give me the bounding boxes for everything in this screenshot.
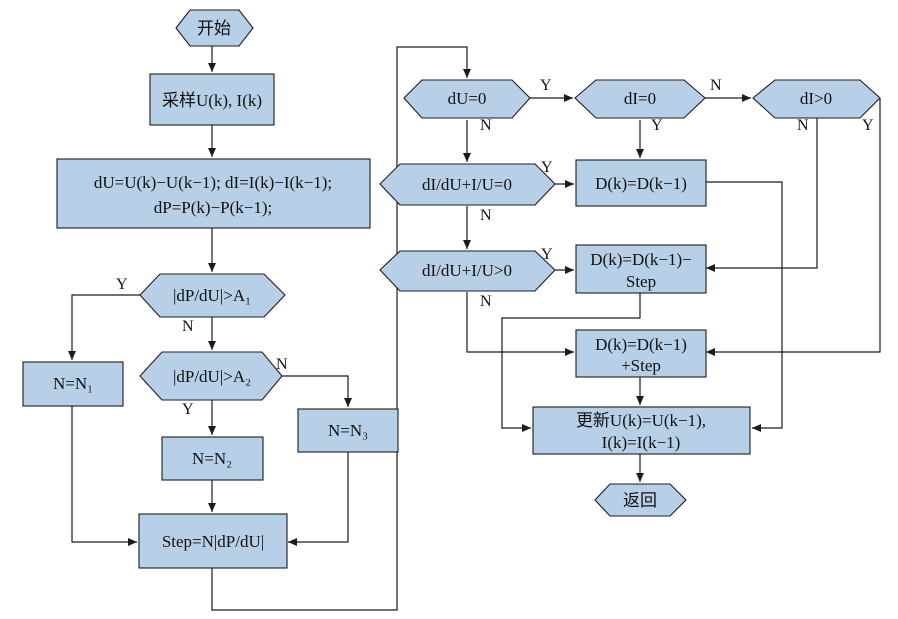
decision-dp-a1-label: |dP/dU|>A₁ [173, 286, 251, 305]
label-eq-no: N [480, 207, 492, 224]
decision-dp-a2 [139, 351, 283, 401]
arrow-n3-to-step [288, 452, 349, 546]
return-label: 返回 [623, 491, 657, 510]
label-gt-yes: Y [541, 246, 553, 263]
decision-inc-cond-equal-label: dI/dU+I/U=0 [422, 175, 512, 194]
decision-inc-cond-equal [379, 163, 556, 206]
sample-label: 采样U(k), I(k) [162, 91, 262, 110]
arrow-n1-to-step [71, 406, 137, 546]
return-terminal [594, 483, 687, 517]
decision-du-zero [403, 79, 531, 119]
update-line1: 更新U(k)=U(k−1), [576, 411, 706, 430]
decision-di-positive-label: dI>0 [800, 89, 832, 108]
duty-decrease-line2: Step [626, 272, 656, 291]
decision-di-positive [752, 79, 881, 119]
decision-du-zero-label: dU=0 [448, 89, 487, 108]
step-label: Step=N|dP/dU| [162, 532, 264, 551]
n1-label: N=N₁ [53, 374, 93, 393]
duty-increase-line2: +Step [621, 356, 661, 375]
difference-calc-box [56, 158, 371, 229]
n2-label: N=N₂ [192, 449, 232, 468]
duty-increase-box [575, 329, 707, 378]
label-digt0-no: N [797, 117, 809, 134]
label-digt0-yes: Y [862, 117, 874, 134]
label-du0-no: N [480, 117, 492, 134]
label-dp1-yes: Y [116, 276, 128, 293]
n3-label: N=N₃ [328, 421, 368, 440]
step-box [138, 513, 288, 569]
n1-box [22, 361, 124, 407]
decision-dp-a2-label: |dP/dU|>A₂ [173, 367, 251, 386]
label-di0-no: N [710, 77, 722, 94]
arrow-dp1-to-n1 [68, 294, 140, 360]
update-box [532, 406, 751, 455]
update-line2: I(k)=I(k−1) [602, 433, 681, 452]
calc-line1: dU=U(k)−U(k−1); dI=I(k)−I(k−1); [94, 173, 332, 192]
arrow-digt0-yes-to-dplus [706, 98, 881, 356]
arrow-gt-to-dplus [466, 292, 574, 356]
calc-line2: dP=P(k)−P(k−1); [154, 198, 273, 217]
arrow-dminus-to-update [501, 293, 641, 432]
arrow-step-to-du0 [211, 46, 471, 611]
arrow-dp2-to-n3 [282, 375, 352, 407]
sample-box [149, 73, 275, 126]
duty-decrease-line1: D(k)=D(k−1)− [590, 250, 691, 269]
label-du0-yes: Y [540, 77, 552, 94]
decision-di-zero-label: dI=0 [624, 89, 656, 108]
start-label: 开始 [197, 19, 231, 38]
decision-inc-cond-greater-label: dI/dU+I/U>0 [422, 261, 512, 280]
duty-hold-label: D(k)=D(k−1) [595, 174, 687, 193]
decision-inc-cond-greater [379, 250, 556, 292]
decision-di-zero [574, 79, 706, 119]
n3-box [297, 408, 399, 453]
arrow-dsame-to-update [706, 181, 783, 432]
label-di0-yes: Y [651, 117, 663, 134]
start-terminal [175, 9, 254, 47]
arrow-digt0-no-to-dminus [706, 118, 818, 272]
label-eq-yes: Y [541, 159, 553, 176]
label-dp1-no: N [182, 318, 194, 335]
branch-labels: Y N N Y Y N N Y N Y Y N Y N [116, 77, 874, 418]
n2-box [161, 436, 264, 481]
label-dp2-yes: Y [182, 401, 194, 418]
connectors [68, 46, 881, 611]
duty-increase-line1: D(k)=D(k−1) [595, 335, 687, 354]
decision-dp-a1 [139, 273, 286, 318]
duty-hold-box [575, 159, 707, 207]
label-dp2-no: N [276, 356, 288, 373]
duty-decrease-box [575, 244, 707, 294]
label-gt-no: N [480, 293, 492, 310]
